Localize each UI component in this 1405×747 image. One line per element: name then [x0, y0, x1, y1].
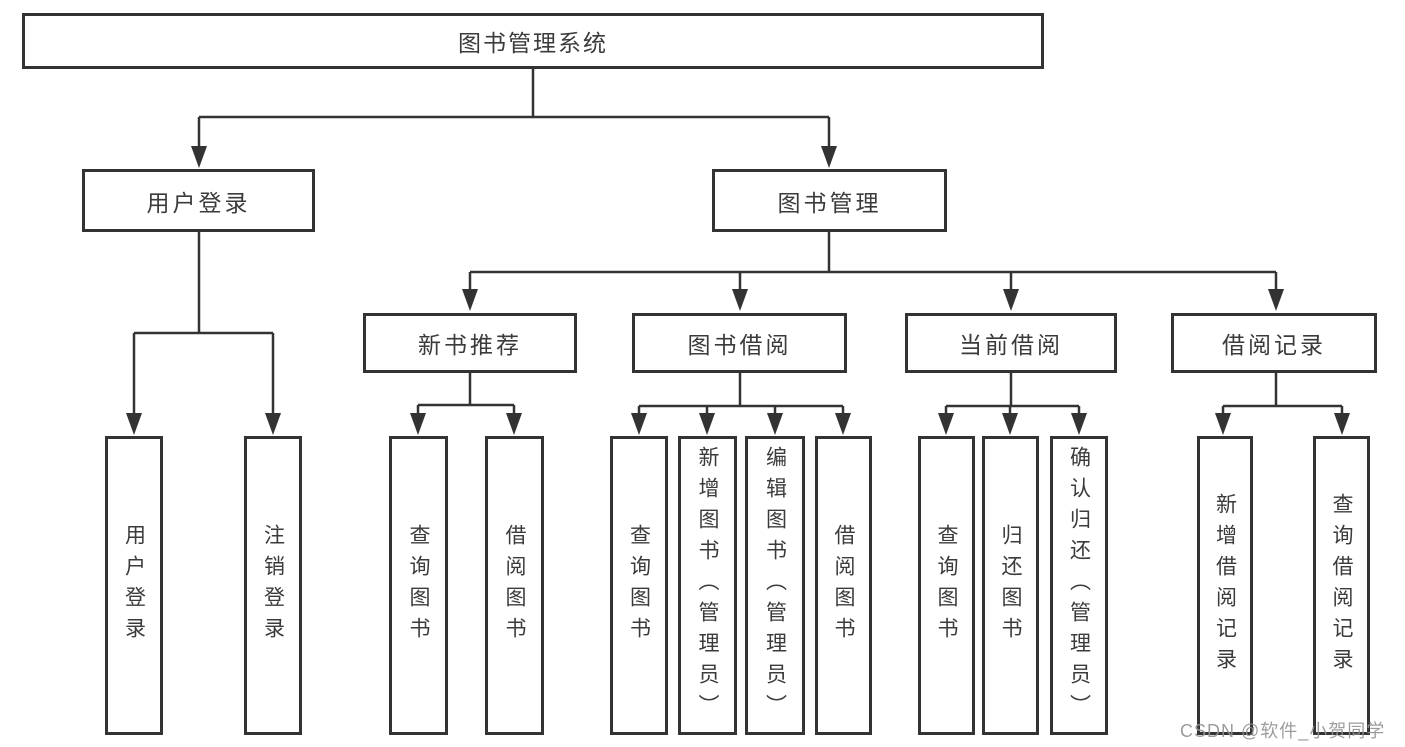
node-label: 图书借阅: [687, 332, 792, 358]
leaf-label: 用户登录: [122, 523, 146, 648]
node-user-login: 用户登录: [82, 169, 315, 232]
arrow-down-icon: [265, 413, 281, 435]
leaf-logout: 注销登录: [244, 436, 302, 735]
arrow-down-icon: [1334, 413, 1350, 435]
node-book-management: 图书管理: [712, 169, 947, 232]
node-root-system: 图书管理系统: [22, 13, 1044, 69]
leaf-label: 查询图书: [407, 523, 430, 648]
leaf-user-login: 用户登录: [105, 436, 163, 735]
leaf-confirm-return-admin: 确认归还（管理员）: [1050, 436, 1108, 735]
node-label: 借阅记录: [1222, 332, 1326, 358]
node-borrowing-records: 借阅记录: [1171, 313, 1377, 373]
node-label: 图书管理: [777, 189, 882, 216]
arrow-down-icon: [767, 413, 783, 435]
arrow-down-icon: [631, 413, 647, 435]
arrow-down-icon: [1071, 413, 1087, 435]
arrow-group: [126, 146, 1350, 435]
arrow-down-icon: [191, 146, 207, 168]
leaf-label: 归还图书: [999, 523, 1022, 648]
leaf-label: 确认归还（管理员）: [1067, 446, 1091, 725]
leaf-return-books: 归还图书: [982, 436, 1039, 735]
leaf-label: 查询图书: [627, 523, 651, 648]
node-book-borrowing: 图书借阅: [632, 313, 847, 373]
leaf-query-books-1: 查询图书: [389, 436, 448, 735]
node-label: 当前借阅: [959, 332, 1063, 358]
arrow-down-icon: [462, 289, 478, 311]
csdn-watermark: CSDN @软件_小贺同学: [1180, 721, 1386, 741]
leaf-borrow-books-1: 借阅图书: [485, 436, 544, 735]
leaf-label: 注销登录: [261, 523, 285, 648]
node-new-book-recommendation: 新书推荐: [363, 313, 577, 373]
arrow-down-icon: [1268, 289, 1284, 311]
leaf-label: 查询图书: [935, 523, 958, 648]
leaf-label: 新增借阅记录: [1213, 492, 1237, 679]
leaf-label: 借阅图书: [503, 523, 526, 648]
arrow-down-icon: [1002, 413, 1018, 435]
arrow-down-icon: [732, 289, 748, 311]
tree-edges: [132, 69, 1344, 418]
arrow-down-icon: [699, 413, 715, 435]
leaf-query-borrow-record: 查询借阅记录: [1313, 436, 1370, 735]
arrow-down-icon: [1003, 289, 1019, 311]
arrow-down-icon: [506, 413, 522, 435]
leaf-edit-books-admin: 编辑图书（管理员）: [745, 436, 805, 735]
node-current-borrowing: 当前借阅: [905, 313, 1117, 373]
leaf-label: 查询借阅记录: [1330, 492, 1353, 679]
node-label: 新书推荐: [418, 332, 522, 358]
leaf-add-borrow-record: 新增借阅记录: [1197, 436, 1253, 735]
leaf-query-books-2: 查询图书: [610, 436, 668, 735]
arrow-down-icon: [410, 413, 426, 435]
arrow-down-icon: [835, 413, 851, 435]
leaf-add-books-admin: 新增图书（管理员）: [678, 436, 737, 735]
arrow-down-icon: [938, 413, 954, 435]
arrow-down-icon: [821, 146, 837, 168]
leaf-label: 编辑图书（管理员）: [763, 446, 787, 725]
node-label: 图书管理系统: [458, 30, 608, 56]
node-label: 用户登录: [146, 189, 251, 216]
arrow-down-icon: [1215, 413, 1231, 435]
leaf-label: 新增图书（管理员）: [696, 446, 719, 725]
leaf-query-books-3: 查询图书: [918, 436, 975, 735]
leaf-label: 借阅图书: [832, 523, 855, 648]
leaf-borrow-books-2: 借阅图书: [815, 436, 872, 735]
arrow-down-icon: [126, 413, 142, 435]
